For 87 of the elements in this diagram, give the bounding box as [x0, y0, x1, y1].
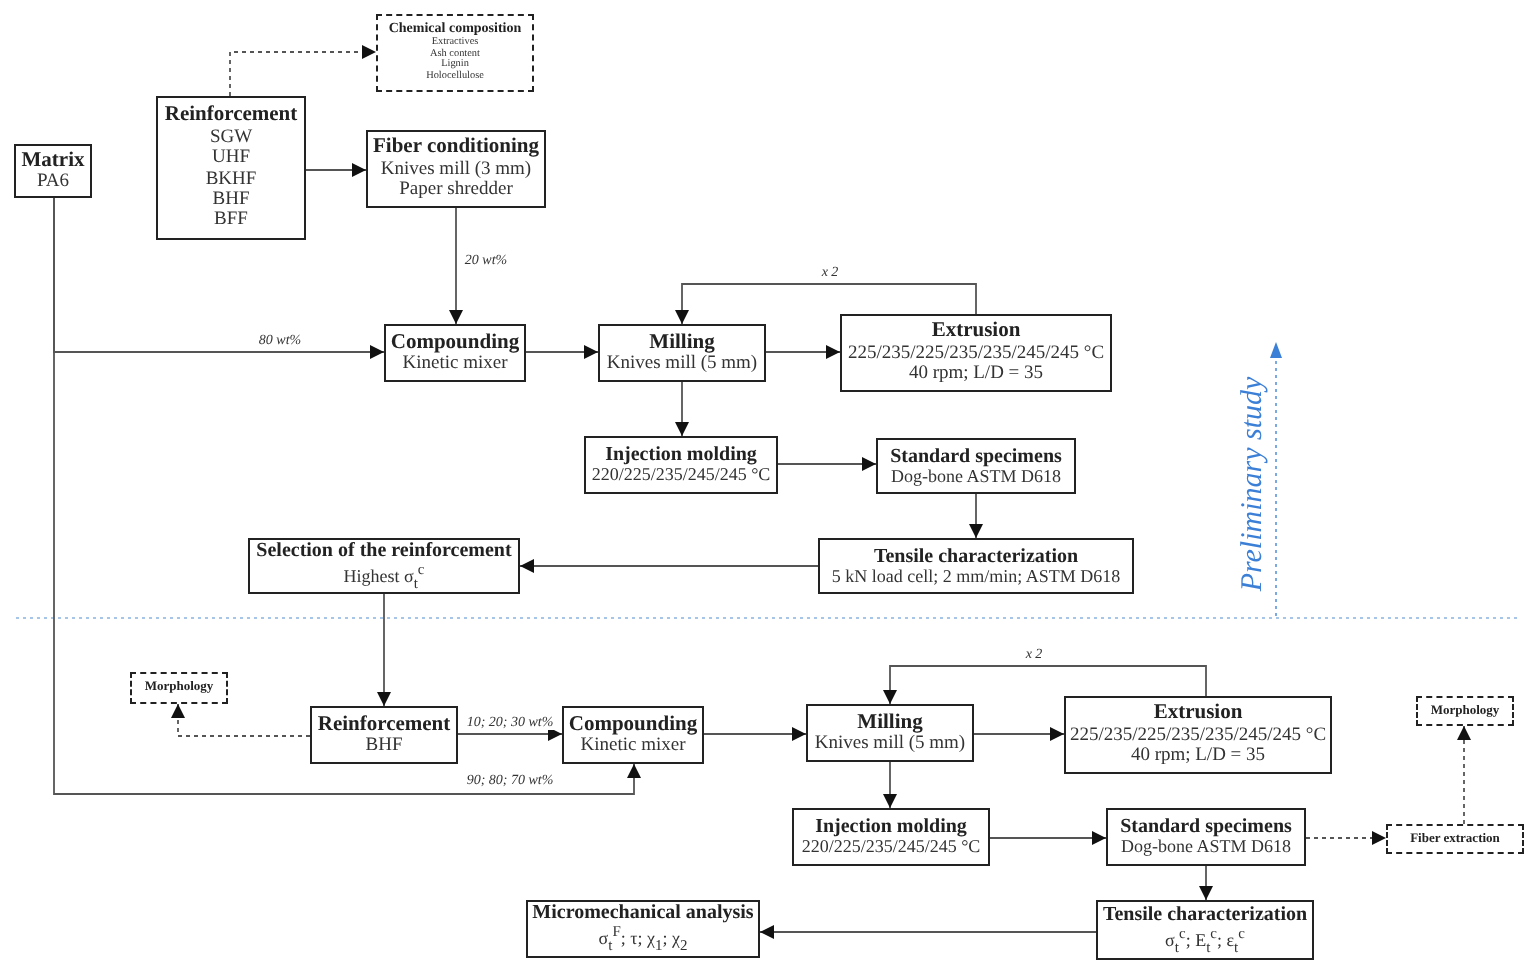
arrow [377, 593, 391, 707]
box-heading: Tensile characterization [1102, 903, 1308, 926]
box-heading: Injection molding [815, 816, 967, 839]
process-box [14, 144, 92, 198]
section-label: Preliminary study [1237, 376, 1271, 592]
box-heading: Fiber conditioning [373, 136, 539, 160]
box-text: Knives mill (5 mm) [606, 354, 758, 375]
box-heading: Selection of the reinforcement [256, 539, 512, 562]
process-box [526, 900, 760, 958]
process-box [384, 324, 526, 382]
arrow [1199, 865, 1213, 901]
box-heading: Standard specimens [890, 445, 1062, 468]
dotted-arrow [1457, 725, 1471, 825]
arrow [457, 727, 563, 741]
box-text: PA6 [36, 172, 70, 193]
box-text: 40 rpm; L/D = 35 [908, 364, 1044, 386]
arrow [53, 197, 641, 795]
arrow [883, 665, 1207, 705]
box-text: UHF [211, 148, 250, 170]
box-text: 220/225/235/245/245 °C [591, 466, 771, 486]
process-box [156, 96, 306, 240]
analysis-box [1416, 696, 1514, 726]
box-heading: Milling [649, 331, 715, 353]
box-heading: Reinforcement [317, 713, 451, 737]
box-text: BHF [212, 189, 250, 211]
arrow [989, 831, 1107, 845]
box-text: Kinetic mixer [402, 354, 508, 375]
box-text: 225/235/225/235/235/245/245 °C [847, 343, 1105, 365]
analysis-box [376, 14, 534, 92]
process-box [248, 538, 520, 594]
process-box [598, 324, 766, 382]
box-heading: Reinforcement [164, 104, 298, 128]
box-text: Kinetic mixer [580, 736, 686, 757]
box-text: 225/235/225/235/235/245/245 °C [1069, 725, 1327, 747]
arrow [973, 727, 1065, 741]
process-box [876, 438, 1076, 494]
process-box [562, 706, 704, 764]
box-text: SGW [209, 127, 253, 149]
box-text: Paper shredder [399, 180, 513, 202]
box-text: BKHF [205, 169, 257, 190]
arrow [883, 761, 897, 809]
box-heading: Extrusion [931, 320, 1021, 344]
process-box [366, 130, 546, 208]
process-box [840, 314, 1112, 392]
box-text: Knives mill (3 mm) [380, 159, 532, 180]
arrow [675, 381, 689, 437]
box-heading: Matrix [21, 149, 85, 173]
dotted-arrow [1305, 831, 1387, 845]
box-text: 40 rpm; L/D = 35 [1130, 746, 1266, 768]
box-heading: Standard specimens [1120, 816, 1292, 839]
box-heading: Compounding [390, 331, 520, 355]
box-text: BFF [214, 210, 248, 232]
process-box [1096, 900, 1314, 960]
box-heading: Compounding [568, 713, 698, 737]
arrow [525, 345, 599, 359]
analysis-box [1386, 824, 1524, 854]
box-heading: Micromechanical analysis [532, 902, 754, 925]
arrow [765, 345, 841, 359]
arrow [519, 559, 819, 573]
arrow [777, 457, 877, 471]
box-heading: Milling [857, 711, 923, 733]
arrow [759, 925, 1097, 939]
dotted-arrow [229, 45, 377, 97]
box-text: 220/225/235/245/245 °C [801, 838, 981, 858]
box-text: BHF [365, 736, 403, 757]
box-text: Dog-bone ASTM D618 [1121, 838, 1291, 858]
box-heading: Tensile characterization [873, 545, 1079, 568]
process-box [806, 704, 974, 762]
box-text: 5 kN load cell; 2 mm/min; ASTM D618 [831, 567, 1121, 587]
box-text: σ$_{t}$$^{F}$; τ; χ$_{1}$; χ$_{2}$ [598, 924, 688, 956]
box-text: Dog-bone ASTM D618 [891, 467, 1061, 487]
arrow [675, 283, 977, 325]
arrow [305, 163, 367, 177]
arrow [703, 727, 807, 741]
process-box [1106, 808, 1306, 866]
box-text: Knives mill (5 mm) [814, 734, 966, 755]
process-box [818, 538, 1134, 594]
dotted-arrow [171, 703, 311, 737]
process-box [1064, 696, 1332, 774]
box-heading: Extrusion [1153, 702, 1243, 726]
process-box [310, 706, 458, 764]
box-heading: Injection molding [605, 444, 757, 467]
process-box [584, 436, 778, 494]
analysis-box [130, 672, 228, 704]
arrow [449, 207, 463, 325]
arrow [969, 493, 983, 539]
process-box [792, 808, 990, 866]
